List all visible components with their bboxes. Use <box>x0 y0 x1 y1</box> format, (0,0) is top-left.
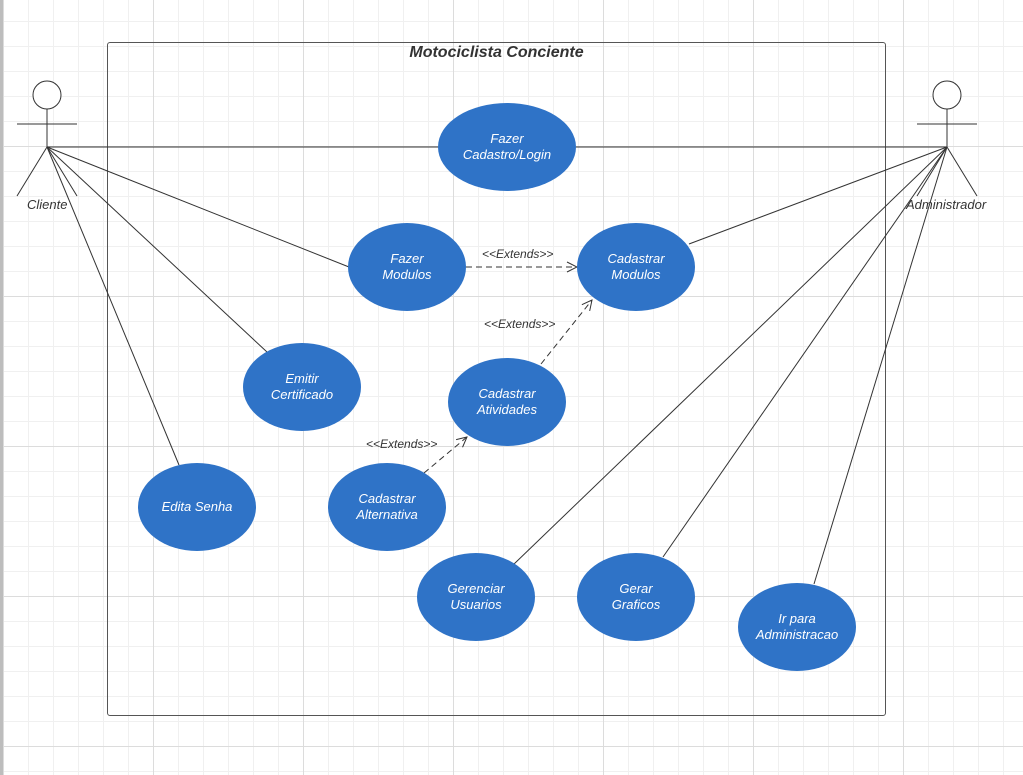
assoc-administrador-ir-administracao[interactable] <box>813 146 948 585</box>
usecase-fazer-cadastro-login[interactable]: Fazer Cadastro/Login <box>438 103 576 191</box>
assoc-administrador-gerenciar-usuarios[interactable] <box>512 146 948 566</box>
assoc-cliente-emitir-certificado[interactable] <box>46 146 268 353</box>
assoc-cliente-fazer-modulos[interactable] <box>46 146 350 268</box>
system-title: Motociclista Conciente <box>409 44 584 61</box>
assoc-cliente-edita-senha[interactable] <box>46 146 180 466</box>
extends-label-1: <<Extends>> <box>482 247 554 261</box>
usecase-emitir-certificado[interactable]: Emitir Certificado <box>243 343 361 431</box>
actor-administrador-label: Administrador <box>906 197 987 212</box>
system-boundary <box>107 42 886 716</box>
assoc-administrador-gerar-graficos[interactable] <box>662 146 948 558</box>
actor-administrador-figure[interactable] <box>916 80 978 197</box>
extends-cadastrar-atividades-to-cadastrar-modulos[interactable] <box>540 300 592 365</box>
usecase-ir-para-administracao[interactable]: Ir para Administracao <box>738 583 856 671</box>
usecase-edita-senha[interactable]: Edita Senha <box>138 463 256 551</box>
assoc-administrador-cadastrar-modulos[interactable] <box>688 146 948 245</box>
usecase-gerenciar-usuarios[interactable]: Gerenciar Usuarios <box>417 553 535 641</box>
usecase-cadastrar-alternativa[interactable]: Cadastrar Alternativa <box>328 463 446 551</box>
usecase-cadastrar-modulos[interactable]: Cadastrar Modulos <box>577 223 695 311</box>
usecase-cadastrar-atividades[interactable]: Cadastrar Atividades <box>448 358 566 446</box>
usecase-fazer-modulos[interactable]: Fazer Modulos <box>348 223 466 311</box>
actor-cliente-figure[interactable] <box>16 80 78 197</box>
canvas-left-rail <box>0 0 3 775</box>
extends-label-3: <<Extends>> <box>366 437 438 451</box>
actor-cliente-label: Cliente <box>27 197 68 212</box>
extends-label-2: <<Extends>> <box>484 317 556 331</box>
usecase-gerar-graficos[interactable]: Gerar Graficos <box>577 553 695 641</box>
